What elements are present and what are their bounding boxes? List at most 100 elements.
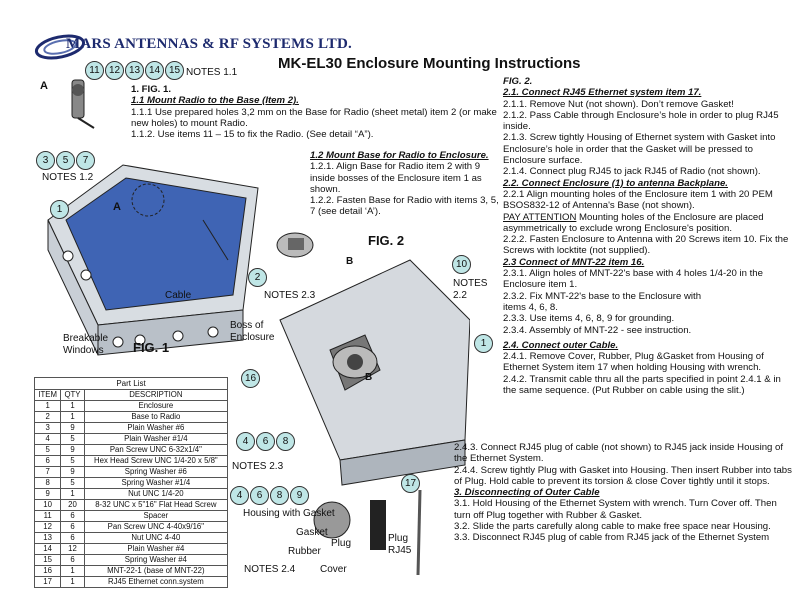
- section-2-1-heading: 2.1. Connect RJ45 Ethernet system item 1…: [503, 87, 702, 99]
- breakable-windows-label: Breakable Windows: [63, 333, 109, 356]
- item-badge: 4: [236, 432, 255, 451]
- paragraph: 1.2.1. Align Base for Radio item 2 with …: [310, 161, 482, 195]
- cell-qty: 1: [60, 411, 85, 423]
- cell-item: 7: [33, 466, 62, 478]
- detail-a-label: A: [40, 80, 48, 92]
- section-2-4-heading: 2.4. Connect outer Cable.: [503, 339, 619, 351]
- section-2-2-heading: 2.2. Connect Enclosure (1) to antenna Ba…: [503, 177, 728, 189]
- cell-qty: 6: [60, 521, 85, 533]
- cell-qty: 9: [60, 422, 85, 434]
- cell-description: Hex Head Screw UNC 1/4-20 x 5/8": [83, 455, 229, 467]
- rubber-label: Rubber: [288, 546, 321, 557]
- cell-qty: 20: [60, 499, 85, 511]
- item-badge: 5: [56, 151, 75, 170]
- detail-a-screw-icon: [71, 79, 95, 129]
- cell-item: 10: [33, 499, 62, 511]
- paragraph: 1.2.2. Fasten Base for Radio with items …: [310, 195, 499, 218]
- detail-b2-label: B: [365, 372, 373, 383]
- cell-description: Plain Washer #6: [83, 422, 229, 434]
- paragraph: 3.1. Hold Housing of the Ethernet System…: [454, 498, 777, 521]
- cell-item: 9: [33, 488, 62, 500]
- section-2-3-heading: 2.3 Connect of MNT-22 item 16.: [503, 256, 645, 268]
- notes-2-4-label: NOTES 2.4: [244, 564, 296, 575]
- page-title: MK-EL30 Enclosure Mounting Instructions: [278, 55, 581, 72]
- detail-a2-label: A: [113, 201, 121, 213]
- housing-with-gasket-label: Housing with Gasket: [243, 508, 335, 519]
- cell-qty: 1: [60, 576, 85, 588]
- notes-1-1-label: NOTES 1.1: [186, 67, 238, 78]
- cell-description: Spring Washer #4: [83, 554, 229, 566]
- paragraph: 2.1.1. Remove Nut (not shown). Don’t rem…: [503, 98, 734, 110]
- item-badge: 9: [290, 486, 309, 505]
- cell-qty: 9: [60, 466, 85, 478]
- paragraph: 2.4.4. Screw tightly Plug with Gasket in…: [454, 464, 792, 487]
- cell-item: 4: [33, 433, 62, 445]
- cell-qty: 1: [60, 565, 85, 577]
- item-badge: 6: [250, 486, 269, 505]
- paragraph: 2.2.2. Fasten Enclosure to Antenna with …: [503, 234, 789, 257]
- cell-description: Pan Screw UNC 6-32x1/4": [83, 444, 229, 456]
- item-badge: 1: [474, 334, 493, 353]
- badge-1-left-wrap: 1: [50, 199, 70, 219]
- cell-qty: 5: [60, 477, 85, 489]
- paragraph: 1.1.1 Use prepared holes 3,2 mm on the B…: [131, 106, 497, 129]
- cell-item: 17: [33, 576, 62, 588]
- cell-item: 2: [33, 411, 62, 423]
- item-badge: 8: [270, 486, 289, 505]
- cell-description: Nut UNC 4-40: [83, 532, 229, 544]
- item-badge: 2: [248, 268, 267, 287]
- paragraph: 2.3.1. Align holes of MNT-22's base with…: [503, 268, 763, 291]
- paragraph: 2.3.3. Use items 4, 6, 8, 9 for groundin…: [503, 313, 675, 325]
- item-badge: 8: [276, 432, 295, 451]
- paragraph: 1.1.2. Use items 11 – 15 to fix the Radi…: [131, 129, 374, 141]
- cell-qty: 1: [60, 488, 85, 500]
- cell-item: 5: [33, 444, 62, 456]
- item-badge: 4: [230, 486, 249, 505]
- fig1-label: FIG. 1: [133, 340, 170, 355]
- cell-qty: 6: [60, 554, 85, 566]
- item-badge: 17: [401, 474, 420, 493]
- badge-10-wrap: 10: [452, 254, 472, 274]
- cell-description: Pan Screw UNC 4-40x9/16": [83, 521, 229, 533]
- paragraph: 2.3.2. Fix MNT-22's base to the Enclosur…: [503, 290, 702, 302]
- cell-item: 8: [33, 477, 62, 489]
- paragraph: 2.2.1 Align mounting holes of the Enclos…: [503, 188, 773, 212]
- company-logo: [34, 34, 86, 60]
- parts-list-caption: Part List: [34, 377, 228, 389]
- cell-qty: 6: [60, 532, 85, 544]
- cell-item: 12: [33, 521, 62, 533]
- detail-b-bracket-icon: [276, 232, 314, 258]
- right-column-instructions: FIG. 2. 2.1. Connect RJ45 Ethernet syste…: [503, 76, 791, 396]
- lower-right-instructions: 2.4.3. Connect RJ45 plug of cable (not s…: [454, 442, 792, 544]
- cell-qty: 5: [60, 433, 85, 445]
- fig1-heading: 1. FIG. 1.: [131, 84, 171, 95]
- pay-attention-body: Mounting holes of the Enclosure are plac…: [503, 211, 764, 234]
- cable-label: Cable: [165, 290, 192, 301]
- cell-description: Base to Radio: [83, 411, 229, 423]
- badge-2-wrap: 2: [248, 267, 268, 287]
- item-badge: 3: [36, 151, 55, 170]
- section-1-1: 1. FIG. 1. 1.1 Mount Radio to the Base (…: [131, 84, 501, 140]
- cell-qty: 5: [60, 455, 85, 467]
- plug-rj45-label: Plug RJ45: [388, 533, 412, 556]
- paragraph-pay-attention: PAY ATTENTION Mounting holes of the Encl…: [503, 212, 791, 235]
- paragraph: 3.2. Slide the parts carefully along cab…: [454, 521, 771, 533]
- col-header-description: DESCRIPTION: [83, 389, 229, 401]
- cell-description: RJ45 Ethernet conn.system: [83, 576, 229, 588]
- plug-label: Plug: [331, 538, 352, 549]
